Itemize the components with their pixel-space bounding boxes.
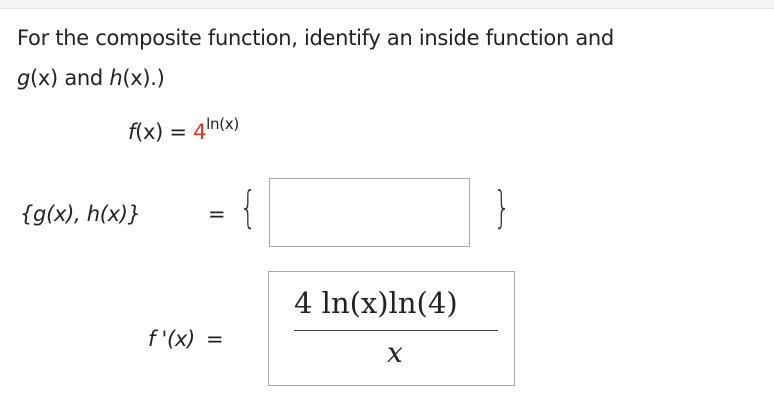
composition-answer-input[interactable] — [269, 178, 470, 247]
derivative-numerator: 4 ln(x)ln(4) — [294, 286, 458, 320]
derivative-label: f '(x) — [148, 327, 195, 351]
function-base: 4 — [193, 120, 207, 144]
function-exponent: ln(x) — [206, 115, 239, 133]
composition-equals: = — [208, 202, 226, 226]
question-text-line1: For the composite function, identify an … — [17, 26, 614, 50]
top-bar — [0, 0, 774, 9]
derivative-answer-box[interactable]: 4 ln(x)ln(4) x — [268, 271, 515, 386]
fraction-bar — [294, 330, 498, 331]
derivative-equals: = — [206, 327, 224, 351]
derivative-denominator: x — [387, 336, 403, 369]
close-brace: } — [493, 182, 511, 233]
question-text-line2: g(x) and h(x).) — [17, 66, 165, 90]
open-brace: { — [239, 182, 257, 233]
composition-label: {g(x), h(x)} — [20, 202, 141, 226]
function-definition: f(x) = 4ln(x) — [128, 115, 239, 144]
